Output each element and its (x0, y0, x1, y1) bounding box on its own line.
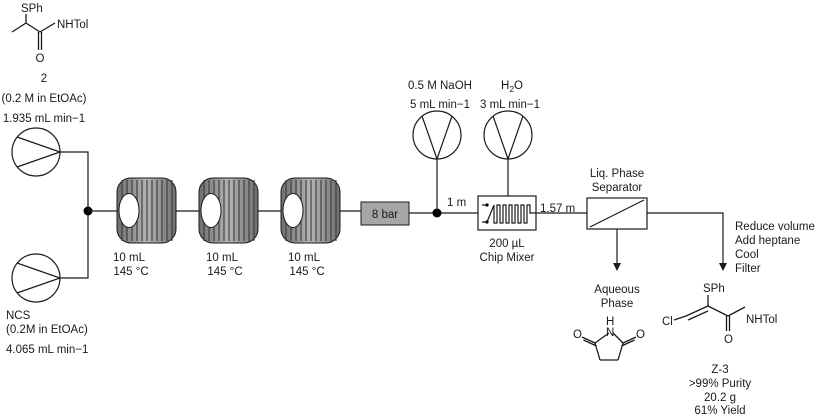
pump-ncs (11, 253, 62, 303)
ncs-name: NCS (6, 310, 31, 322)
separator-label-1: Liq. Phase (590, 168, 644, 180)
product-sph-label: SPh (703, 283, 725, 295)
product-z3-structure (673, 295, 746, 331)
product-mass: 20.2 g (704, 392, 736, 404)
reagent-2-sph-label: SPh (21, 3, 43, 15)
coil-reactor-3 (280, 177, 341, 244)
coil-reactor-1 (116, 177, 177, 244)
ncs-concentration: (0.2M in EtOAc) (6, 324, 88, 336)
product-yield: 61% Yield (694, 405, 745, 416)
chip-mixer-volume: 200 µL (489, 238, 525, 250)
product-oxygen-label: O (724, 334, 733, 346)
tubing-157m-label: 1.57 m (540, 203, 575, 215)
tubing-1m-label: 1 m (447, 197, 466, 209)
workup-step-4: Filter (735, 263, 761, 275)
reagent-2-structure: SPh NHTol O (11, 3, 88, 65)
chip-mixer-name: Chip Mixer (480, 252, 535, 264)
coil-3-volume: 10 mL (288, 252, 321, 264)
pump-water (483, 110, 533, 161)
succinimide-nh-h: H (606, 316, 614, 328)
water-flow-rate: 3 mL min−1 (480, 99, 540, 111)
coil-3-temperature: 145 °C (289, 266, 324, 278)
succinimide-structure: H N O O (573, 316, 645, 361)
naoh-flow-rate: 5 mL min−1 (410, 99, 470, 111)
ncs-flow-rate: 4.065 mL min−1 (6, 344, 88, 356)
workup-step-3: Cool (735, 249, 759, 261)
reagent-2-concentration: (0.2 M in EtOAc) (2, 93, 87, 105)
naoh-reagent-label: 0.5 M NaOH (408, 80, 472, 92)
organic-arrow (647, 212, 727, 271)
reagent-2-number: 2 (41, 73, 47, 85)
succinimide-o-left: O (573, 329, 582, 341)
reagent-2-nhtol-label: NHTol (57, 19, 88, 31)
feed-lines (60, 151, 89, 279)
pump-reagent-2 (11, 127, 62, 177)
pump-naoh (412, 110, 462, 161)
aqueous-label-1: Aqueous (594, 284, 640, 296)
succinimide-n: N (606, 327, 614, 339)
product-cl-label: Cl (662, 316, 673, 328)
workup-step-2: Add heptane (735, 235, 800, 247)
coil-2-temperature: 145 °C (207, 266, 242, 278)
workup-step-1: Reduce volume (735, 221, 815, 233)
liquid-phase-separator (586, 197, 648, 230)
coil-1-temperature: 145 °C (113, 266, 148, 278)
bpr-label: 8 bar (372, 209, 398, 221)
reagent-2-flow-rate: 1.935 mL min−1 (3, 113, 85, 125)
product-purity: >99% Purity (689, 378, 752, 390)
coil-reactor-2 (198, 177, 259, 244)
product-nhtol-label: NHTol (746, 314, 777, 326)
chip-mixer (477, 195, 537, 231)
separator-label-2: Separator (592, 182, 643, 194)
succinimide-o-right: O (636, 329, 645, 341)
product-name: Z-3 (711, 364, 728, 376)
reagent-2-oxygen-label: O (36, 53, 45, 65)
coil-1-volume: 10 mL (113, 252, 146, 264)
water-reagent-label: H2O (501, 80, 523, 94)
aqueous-label-2: Phase (601, 298, 634, 310)
coil-2-volume: 10 mL (206, 252, 239, 264)
